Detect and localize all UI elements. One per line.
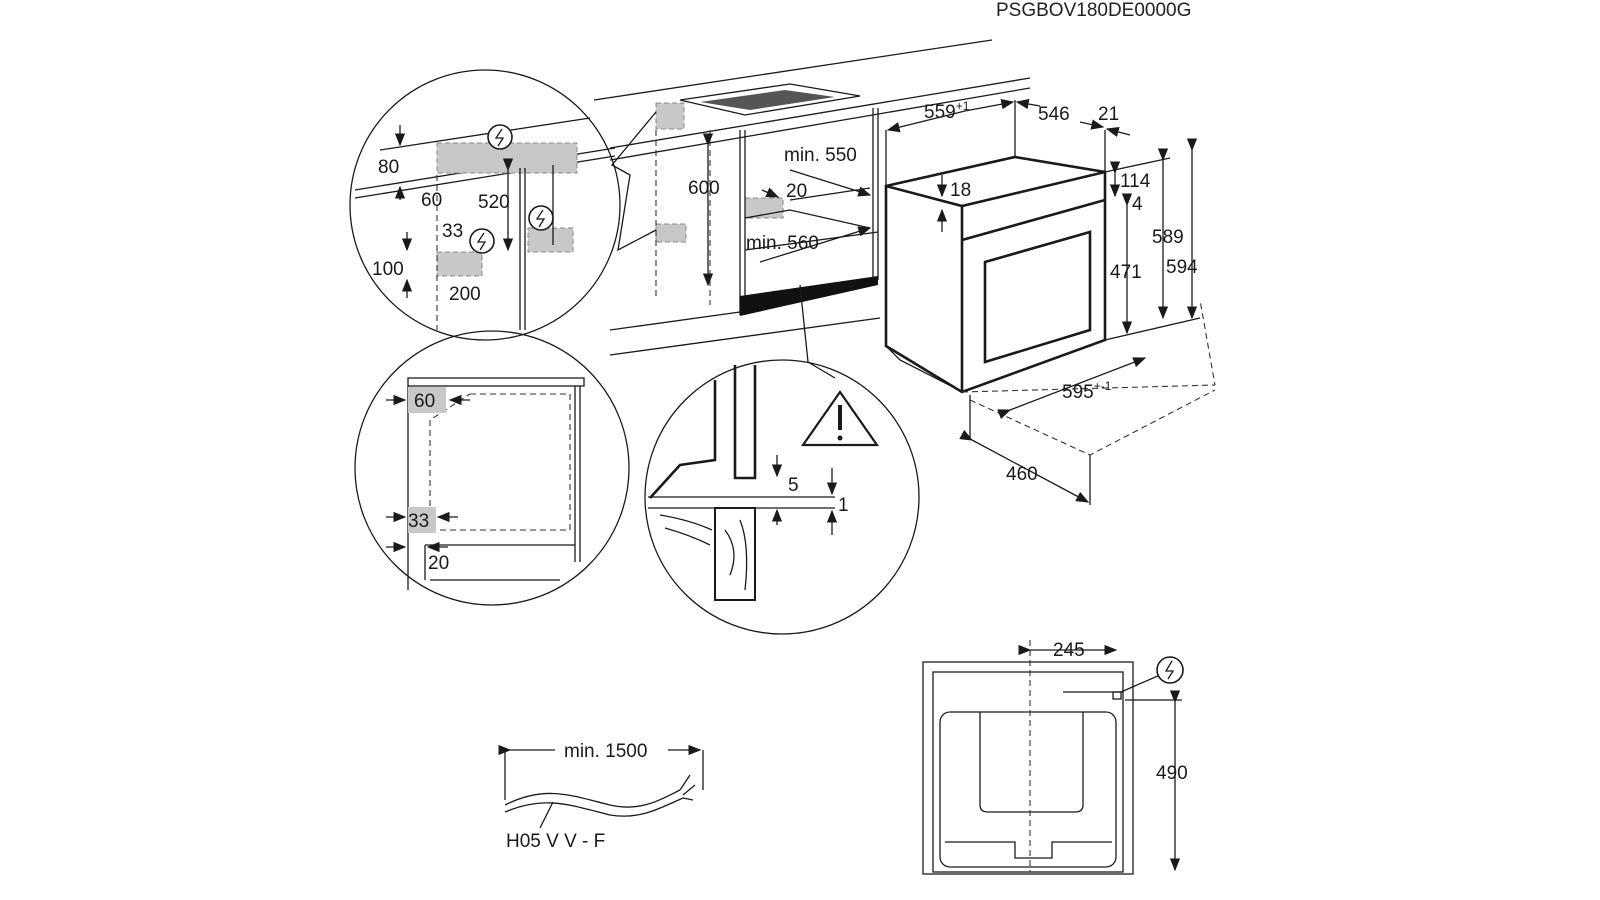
dim-side-20: 20 bbox=[428, 553, 449, 574]
dim-21: 21 bbox=[1098, 104, 1119, 125]
dim-60: 60 bbox=[421, 190, 442, 211]
dim-471: 471 bbox=[1110, 262, 1142, 283]
detail-circle-side-clearance: 60 33 20 bbox=[354, 330, 630, 606]
dim-200: 200 bbox=[449, 284, 481, 305]
dim-490: 490 bbox=[1156, 763, 1188, 784]
dim-33: 33 bbox=[442, 221, 463, 242]
dim-side-60: 60 bbox=[414, 391, 435, 412]
dim-520: 520 bbox=[478, 192, 510, 213]
dim-245: 245 bbox=[1053, 640, 1085, 661]
dim-20: 20 bbox=[786, 181, 807, 202]
dim-min-550: min. 550 bbox=[784, 145, 857, 166]
dim-4: 4 bbox=[1132, 194, 1143, 215]
dim-114: 114 bbox=[1120, 171, 1151, 192]
dim-559: 559+1 bbox=[924, 99, 970, 123]
dim-18: 18 bbox=[950, 180, 971, 201]
detail-circle-electrical: 80 60 520 33 100 200 bbox=[349, 69, 621, 341]
dim-80: 80 bbox=[378, 157, 399, 178]
electrical-hazard-icon bbox=[469, 124, 554, 254]
warning-triangle-icon bbox=[800, 390, 880, 447]
dim-100: 100 bbox=[372, 259, 404, 280]
dim-1: 1 bbox=[838, 495, 849, 516]
cable-type: H05 V V - F bbox=[506, 831, 605, 852]
dim-546: 546 bbox=[1038, 104, 1070, 125]
power-cable: min. 1500 H05 V V - F bbox=[498, 741, 704, 852]
dim-side-33: 33 bbox=[408, 511, 429, 532]
detail-circle-gap: 5 1 bbox=[644, 359, 920, 635]
cable-min-length: min. 1500 bbox=[564, 741, 647, 762]
dim-460: 460 bbox=[1006, 464, 1038, 485]
cabinet-dimensions: 600 min. 550 20 min. 560 bbox=[688, 133, 872, 287]
dim-5: 5 bbox=[788, 475, 799, 496]
dim-594: 594 bbox=[1166, 257, 1198, 278]
dim-600: 600 bbox=[688, 178, 720, 199]
electrical-connection-icon bbox=[1156, 656, 1184, 684]
oven-dimensions: 559+1 546 21 18 114 4 471 589 594 595+-1… bbox=[886, 98, 1198, 503]
oven-front-view: 245 490 bbox=[922, 640, 1188, 875]
countertop bbox=[593, 39, 1031, 379]
model-code: PSGBOV180DE0000G bbox=[996, 0, 1192, 21]
oven-drawing bbox=[884, 100, 1216, 505]
dim-min-560: min. 560 bbox=[746, 233, 819, 254]
dim-589: 589 bbox=[1152, 227, 1184, 248]
dim-595: 595+-1 bbox=[1062, 379, 1112, 403]
